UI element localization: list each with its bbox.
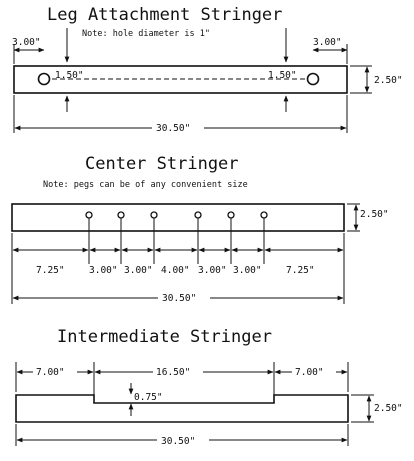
int-dim-height: 2.50" (374, 403, 403, 414)
int-dim-right: 7.00" (295, 367, 324, 378)
center-dim-length: 30.50" (162, 293, 196, 304)
center-dim-first: 7.25" (36, 265, 65, 276)
center-dim-last: 7.25" (286, 265, 315, 276)
int-dim-left: 7.00" (36, 367, 65, 378)
leg-attachment-section: Leg Attachment Stringer Note: hole diame… (12, 5, 403, 134)
center-dim-gap4: 3.00" (233, 265, 262, 276)
center-peg-2 (117, 211, 125, 219)
intermediate-section: Intermediate Stringer 7.00" 16.50" 7.00"… (15, 327, 403, 447)
leg-dim-hole-right: 1.50" (268, 70, 297, 81)
leg-title: Leg Attachment Stringer (47, 5, 282, 25)
leg-dim-length: 30.50" (156, 123, 190, 134)
center-dim-mid: 4.00" (161, 265, 190, 276)
int-dim-middle-bg (153, 366, 203, 378)
int-dim-right-bg (292, 366, 336, 378)
leg-hole-right (306, 72, 320, 86)
center-title: Center Stringer (85, 154, 239, 174)
leg-note: Note: hole diameter is 1" (82, 29, 210, 39)
leg-dim-hole-left: 1.50" (55, 70, 84, 81)
int-dim-middle: 16.50" (156, 367, 190, 378)
center-peg-3 (150, 211, 158, 219)
leg-dim-height: 2.50" (374, 75, 403, 86)
center-dim-height: 2.50" (360, 209, 389, 220)
center-peg-5 (227, 211, 235, 219)
leg-length-label-bg (152, 121, 204, 133)
leg-dim-right-offset: 3.00" (313, 37, 342, 48)
center-section: Center Stringer Note: pegs can be of any… (11, 154, 389, 304)
center-peg-6 (260, 211, 268, 219)
center-length-label-bg (158, 291, 210, 303)
int-dim-length: 30.50" (161, 436, 195, 447)
intermediate-title: Intermediate Stringer (57, 327, 272, 347)
center-dim-gap2: 3.00" (124, 265, 153, 276)
leg-dim-left-offset: 3.00" (12, 37, 41, 48)
leg-hole-left (37, 72, 51, 86)
center-note: Note: pegs can be of any convenient size (43, 180, 248, 190)
center-peg-1 (85, 211, 93, 219)
center-dim-gap3: 3.00" (198, 265, 227, 276)
center-peg-4 (194, 211, 202, 219)
int-dim-left-bg (33, 366, 77, 378)
int-dim-notch: 0.75" (134, 392, 163, 403)
intermediate-stringer-body (15, 394, 349, 423)
center-dim-gap1: 3.00" (89, 265, 118, 276)
int-length-label-bg (157, 434, 209, 446)
center-stringer-body (11, 203, 345, 232)
